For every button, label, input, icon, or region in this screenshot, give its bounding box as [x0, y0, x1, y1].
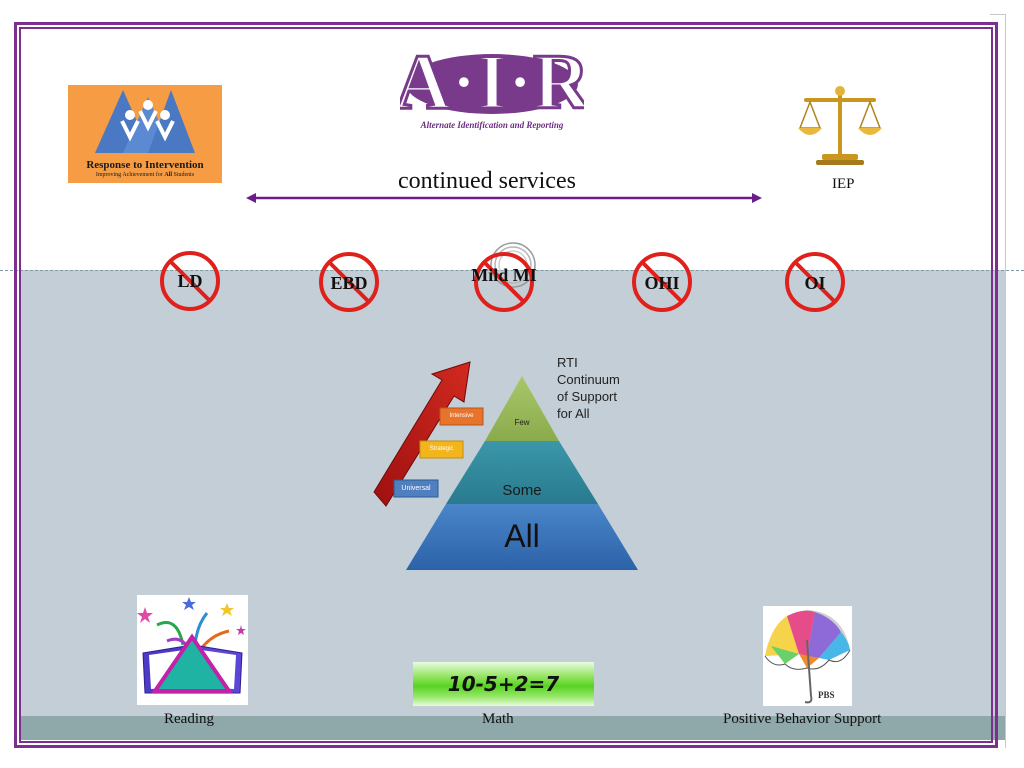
divider-line: [0, 270, 1024, 271]
category-oi: OI: [784, 251, 846, 318]
rti-title-line: of Support: [557, 389, 617, 404]
pbs-umbrella-icon: PBS: [764, 610, 851, 704]
shadow-frame: [990, 14, 1006, 748]
category-ohi: OHI: [631, 251, 693, 318]
prohibition-icon: [160, 251, 220, 311]
air-logo-subtitle: Alternate Identification and Reporting: [420, 120, 564, 130]
tier-few-label: Few: [514, 418, 530, 427]
continued-services-label: continued services: [398, 168, 576, 194]
air-logo: A·I·R Alternate Identification and Repor…: [393, 34, 593, 134]
prohibition-icon: [474, 252, 534, 312]
rti-continuum-title: RTI Continuum of Support for All: [557, 354, 620, 422]
pyramid-tier-few: [485, 376, 559, 441]
category-label: OI: [804, 273, 826, 293]
step-universal-label: Universal: [401, 485, 431, 492]
prohibition-icon: [319, 252, 379, 312]
math-label: Math: [482, 711, 514, 727]
outer-frame: [14, 22, 998, 748]
double-arrow-icon: [246, 193, 762, 203]
step-intensive: [439, 407, 484, 426]
category-ebd: EBD: [318, 251, 380, 318]
tier-all-label: All: [504, 518, 540, 554]
category-label: Mild MI: [471, 265, 537, 285]
math-equation-box: 10-5+2=7: [413, 662, 594, 706]
iep-label: IEP: [832, 176, 855, 192]
step-intensive-label: Intensive: [449, 413, 474, 419]
reading-label: Reading: [164, 711, 214, 727]
category-label: OHI: [644, 273, 680, 293]
rti-title-line: for All: [557, 406, 590, 421]
inner-frame: [19, 27, 993, 743]
prohibition-icon: [632, 252, 692, 312]
step-universal: [393, 479, 439, 498]
category-label: EBD: [330, 273, 368, 293]
reading-image: [137, 595, 248, 705]
step-strategic: [419, 440, 464, 459]
math-equation: 10-5+2=7: [447, 672, 560, 696]
scales-icon: [796, 82, 884, 166]
rti-pyramid: [373, 361, 638, 570]
prohibition-icon: [785, 252, 845, 312]
pyramid-tier-all: [406, 504, 638, 570]
pbs-image: PBS: [763, 606, 852, 706]
air-logo-text: A·I·R: [400, 38, 584, 118]
pbs-tag: PBS: [818, 690, 835, 700]
rti-logo-title: Response to Intervention: [86, 159, 204, 171]
category-label: LD: [177, 271, 203, 291]
pbs-label: Positive Behavior Support: [723, 711, 882, 727]
category-ld: LD: [159, 250, 221, 317]
step-strategic-label: Strategic: [429, 446, 454, 452]
open-book-stars-icon: [137, 597, 246, 694]
pyramid-tier-some: [446, 441, 598, 504]
rti-title-line: RTI: [557, 355, 578, 370]
air-logo-mark: A·I·R: [393, 37, 593, 127]
rti-title-line: Continuum: [557, 372, 620, 387]
rti-logo: Response to Intervention Improving Achie…: [68, 85, 222, 183]
rti-logo-subtitle: Improving Achievement for All Students: [95, 172, 195, 178]
footer-band: [20, 716, 1006, 740]
tier-some-label: Some: [502, 482, 542, 499]
rti-people-triangle-logo-icon: [95, 90, 195, 153]
